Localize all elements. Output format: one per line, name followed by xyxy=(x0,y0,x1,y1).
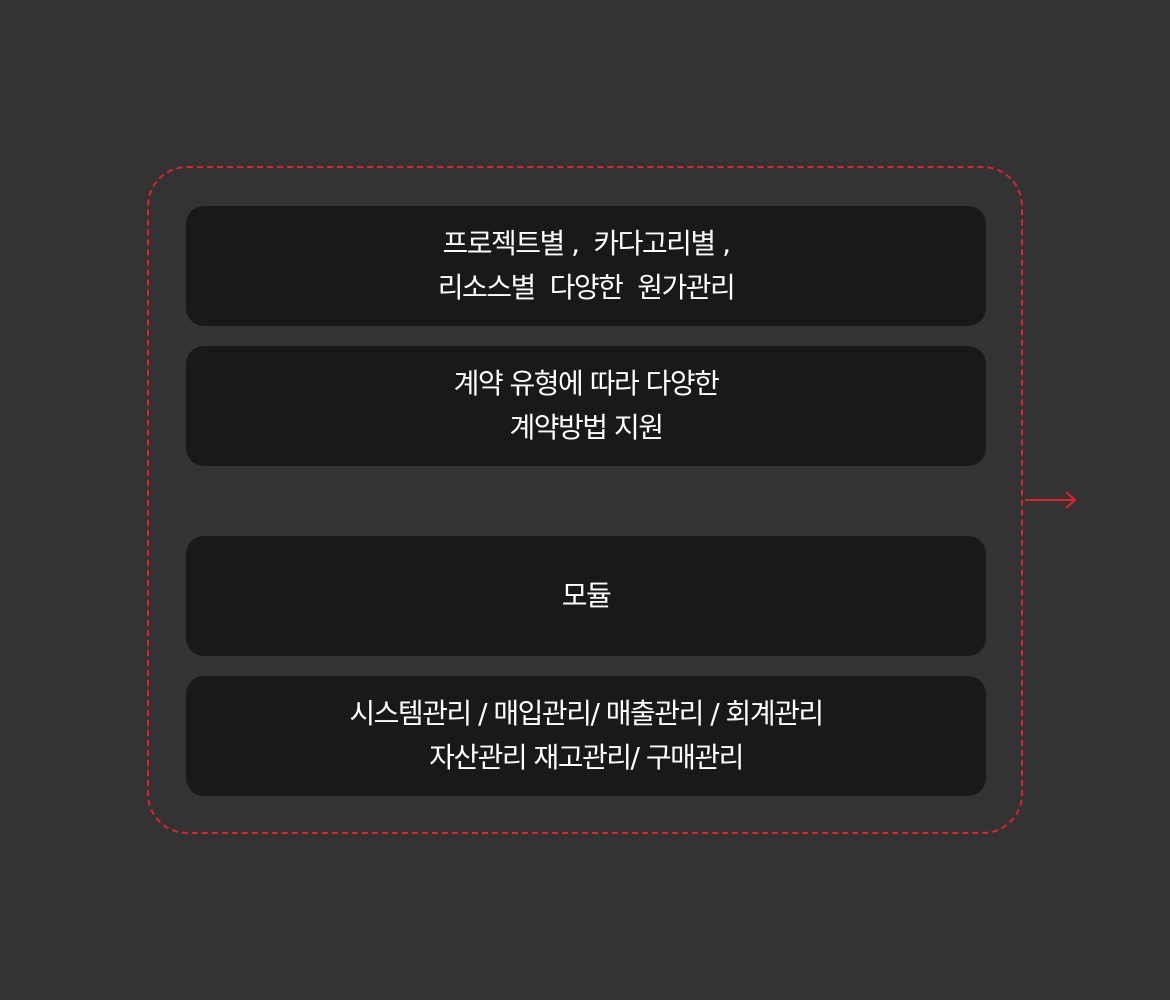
module-list-box: 시스템관리 / 매입관리/ 매출관리 / 회계관리 자산관리 재고관리/ 구매관… xyxy=(186,676,986,796)
arrow-right-icon xyxy=(1025,491,1077,509)
module-title: 모듈 xyxy=(561,579,612,612)
feature-line: 프로젝트별 , 카다고리별 , xyxy=(442,227,731,260)
feature-line: 계약 유형에 따라 다양한 xyxy=(453,367,720,400)
feature-line: 리소스별 다양한 원가관리 xyxy=(437,271,736,304)
module-list-line: 자산관리 재고관리/ 구매관리 xyxy=(429,741,744,774)
feature-box-contract-support: 계약 유형에 따라 다양한 계약방법 지원 xyxy=(186,346,986,466)
module-list-line: 시스템관리 / 매입관리/ 매출관리 / 회계관리 xyxy=(349,697,824,730)
feature-line: 계약방법 지원 xyxy=(509,411,664,444)
feature-group-outline xyxy=(147,166,1023,834)
feature-box-cost-management: 프로젝트별 , 카다고리별 , 리소스별 다양한 원가관리 xyxy=(186,206,986,326)
module-title-box: 모듈 xyxy=(186,536,986,656)
